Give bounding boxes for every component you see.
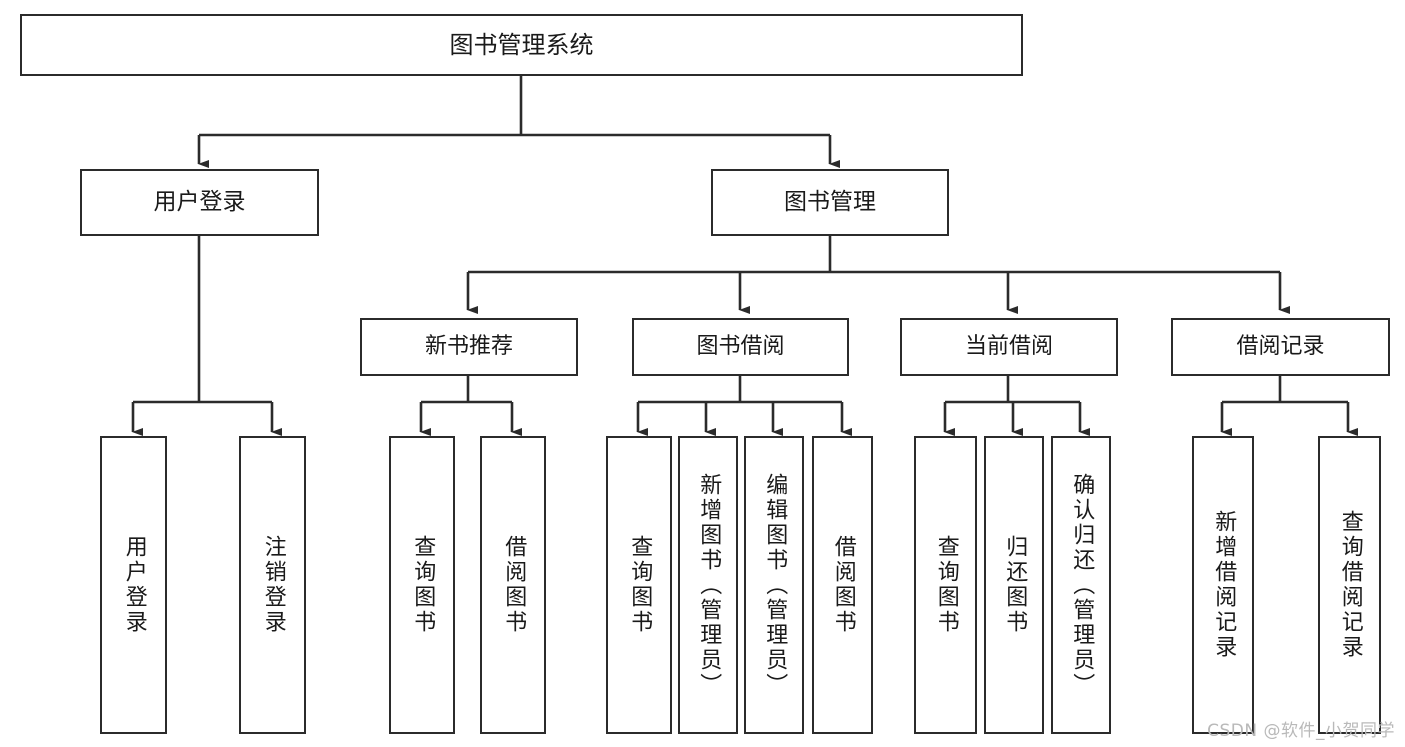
node-leaf-add-book[interactable]: 新增图书（管理员） xyxy=(678,436,738,734)
node-book-management[interactable]: 图书管理 xyxy=(711,169,949,236)
node-label: 借阅记录 xyxy=(1236,334,1325,360)
node-leaf-logout[interactable]: 注销登录 xyxy=(239,436,306,734)
node-leaf-query-book-1[interactable]: 查询图书 xyxy=(389,436,455,734)
node-label: 图书管理 xyxy=(784,188,876,215)
node-leaf-confirm-return[interactable]: 确认归还（管理员） xyxy=(1051,436,1111,734)
node-label: 查询图书 xyxy=(933,535,959,635)
node-user-login[interactable]: 用户登录 xyxy=(80,169,319,236)
node-leaf-query-book-3[interactable]: 查询图书 xyxy=(914,436,977,734)
node-label: 新增借阅记录 xyxy=(1211,510,1237,660)
node-label: 新书推荐 xyxy=(424,334,513,360)
node-label: 当前借阅 xyxy=(964,334,1053,360)
node-label: 图书管理系统 xyxy=(449,30,594,59)
node-label: 借阅图书 xyxy=(501,535,527,635)
node-root-book-management-system[interactable]: 图书管理系统 xyxy=(20,14,1023,76)
node-leaf-query-book-2[interactable]: 查询图书 xyxy=(606,436,672,734)
node-leaf-query-record[interactable]: 查询借阅记录 xyxy=(1318,436,1381,734)
node-label: 查询图书 xyxy=(627,535,653,635)
node-label: 借阅图书 xyxy=(830,535,856,635)
node-label: 编辑图书（管理员） xyxy=(762,472,788,698)
node-book-borrow[interactable]: 图书借阅 xyxy=(632,318,849,376)
node-label: 注销登录 xyxy=(260,535,286,635)
node-leaf-edit-book[interactable]: 编辑图书（管理员） xyxy=(744,436,804,734)
node-label: 归还图书 xyxy=(1002,535,1028,635)
node-label: 确认归还（管理员） xyxy=(1069,472,1095,698)
node-leaf-add-record[interactable]: 新增借阅记录 xyxy=(1192,436,1254,734)
node-leaf-borrow-book-1[interactable]: 借阅图书 xyxy=(480,436,546,734)
node-label: 新增图书（管理员） xyxy=(696,472,722,698)
node-label: 用户登录 xyxy=(153,188,246,215)
node-label: 查询借阅记录 xyxy=(1337,510,1363,660)
csdn-watermark: CSDN @软件_小贺同学 xyxy=(1207,721,1395,741)
node-leaf-borrow-book-2[interactable]: 借阅图书 xyxy=(812,436,873,734)
node-leaf-return-book[interactable]: 归还图书 xyxy=(984,436,1044,734)
node-leaf-user-login[interactable]: 用户登录 xyxy=(100,436,167,734)
node-label: 用户登录 xyxy=(121,535,147,635)
node-current-borrow[interactable]: 当前借阅 xyxy=(900,318,1118,376)
node-new-book-recommend[interactable]: 新书推荐 xyxy=(360,318,578,376)
node-label: 图书借阅 xyxy=(696,334,785,360)
node-label: 查询图书 xyxy=(410,535,436,635)
node-borrow-record[interactable]: 借阅记录 xyxy=(1171,318,1390,376)
